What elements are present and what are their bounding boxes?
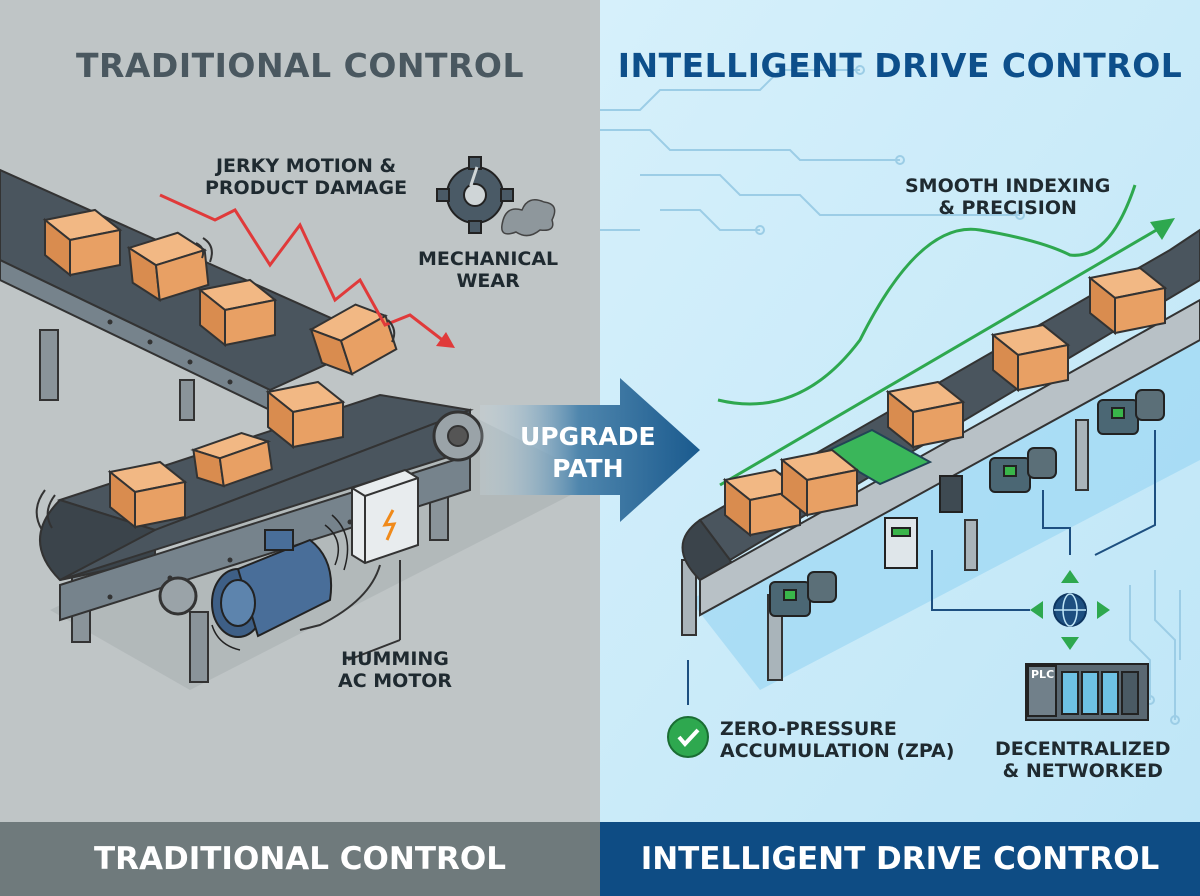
zpa-callout: ZERO-PRESSURE ACCUMULATION (ZPA) bbox=[720, 718, 955, 762]
right-footer: INTELLIGENT DRIVE CONTROL bbox=[640, 841, 1160, 877]
jerky-motion-callout: JERKY MOTION & PRODUCT DAMAGE bbox=[205, 155, 408, 199]
motor-icon bbox=[211, 514, 349, 651]
left-heading: TRADITIONAL CONTROL bbox=[75, 46, 525, 85]
smooth-indexing-curve bbox=[717, 184, 1137, 406]
jerky-motion-arrow bbox=[159, 193, 446, 344]
jerky-arrow-head bbox=[436, 332, 455, 348]
upgrade-path-arrow bbox=[480, 378, 700, 522]
plc-icon bbox=[1025, 663, 1149, 721]
old-boxes bbox=[42, 208, 398, 530]
plc-label: PLC bbox=[1031, 668, 1055, 681]
network-links bbox=[687, 430, 1156, 705]
smooth-indexing-callout: SMOOTH INDEXING & PRECISION bbox=[905, 175, 1111, 219]
smart-boxes bbox=[722, 266, 1168, 538]
control-box-icon bbox=[299, 468, 419, 661]
smooth-trend-line bbox=[719, 223, 1166, 487]
right-footer-bg bbox=[600, 822, 1200, 896]
networked-callout: DECENTRALIZED & NETWORKED bbox=[995, 738, 1171, 782]
drive-motors bbox=[769, 389, 1165, 617]
gear-icon bbox=[436, 156, 514, 234]
check-icon bbox=[667, 716, 709, 758]
upgrade-path-label: UPGRADE PATH bbox=[520, 422, 656, 483]
network-globe-icon bbox=[1030, 570, 1110, 650]
circuit-trace-icon bbox=[600, 65, 1181, 725]
ac-motor-callout: HUMMING AC MOTOR bbox=[338, 648, 453, 692]
smoke-icon bbox=[501, 199, 556, 237]
mechanical-wear-callout: MECHANICAL WEAR bbox=[418, 248, 559, 292]
right-heading: INTELLIGENT DRIVE CONTROL bbox=[617, 46, 1183, 85]
left-footer: TRADITIONAL CONTROL bbox=[94, 841, 506, 877]
smooth-arrow-head bbox=[1150, 218, 1175, 240]
left-footer-bg bbox=[0, 822, 600, 896]
